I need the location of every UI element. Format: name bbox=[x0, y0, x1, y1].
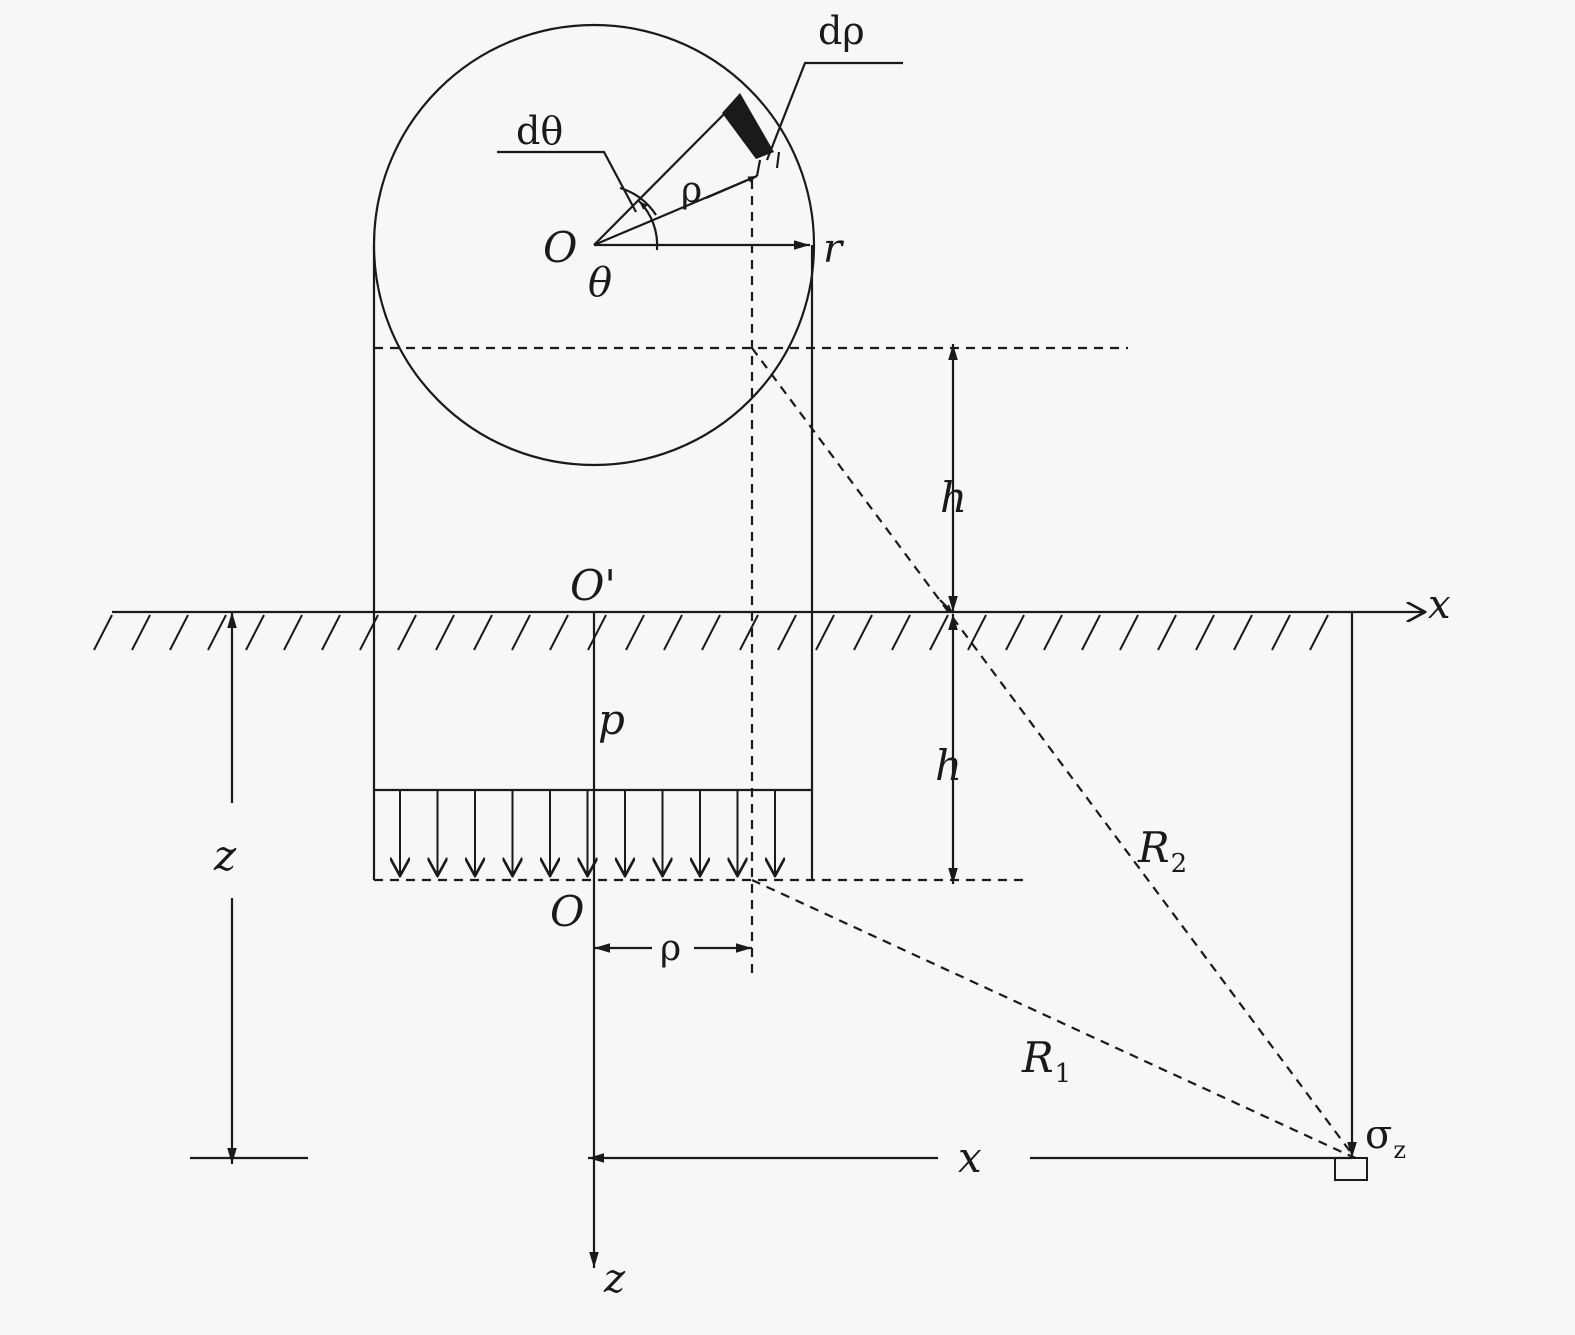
hatch-line bbox=[511, 614, 531, 651]
hatch-line bbox=[283, 614, 303, 651]
drho-tick-2 bbox=[775, 151, 781, 169]
sigma-z-label: σz bbox=[1365, 1112, 1406, 1164]
hatch-line bbox=[701, 614, 721, 651]
hatch-line bbox=[207, 614, 227, 651]
load-arrows bbox=[400, 790, 775, 876]
hatch-line bbox=[929, 614, 949, 651]
hatch-line bbox=[815, 614, 835, 651]
p-label: p bbox=[598, 695, 625, 744]
hatch-line bbox=[245, 614, 265, 651]
hatch-line bbox=[321, 614, 341, 651]
ground-hatching bbox=[93, 614, 1329, 651]
o-prime-label: O' bbox=[570, 561, 616, 610]
hatch-line bbox=[1005, 614, 1025, 651]
drho-tick-1 bbox=[755, 159, 762, 177]
dtheta-label: dθ bbox=[516, 109, 563, 153]
dtheta-leader bbox=[497, 150, 637, 213]
r1-dashed-line bbox=[751, 879, 1356, 1159]
hatch-line bbox=[359, 614, 379, 651]
hatch-line bbox=[1233, 614, 1253, 651]
hatch-line bbox=[397, 614, 417, 651]
hatch-line bbox=[1309, 614, 1329, 651]
area-element bbox=[722, 93, 774, 159]
drho-leader bbox=[765, 61, 903, 161]
r1-label: R1 bbox=[1021, 1033, 1071, 1089]
stress-element bbox=[1334, 1157, 1368, 1181]
hatch-line bbox=[473, 614, 493, 651]
hatch-line bbox=[853, 614, 873, 651]
hatch-line bbox=[1157, 614, 1177, 651]
h-lower-label: h bbox=[935, 741, 962, 790]
h-upper-label: h bbox=[940, 473, 967, 522]
rho-bottom-label: ρ bbox=[660, 928, 681, 969]
hatch-line bbox=[93, 614, 113, 651]
inclined-ray bbox=[593, 99, 739, 246]
hatch-line bbox=[777, 614, 797, 651]
hatch-line bbox=[549, 614, 569, 651]
z-axis-label: z bbox=[603, 1256, 626, 1302]
origin-bottom-label: O bbox=[550, 887, 584, 936]
rho-top-label: ρ bbox=[681, 170, 702, 211]
hatch-line bbox=[587, 614, 607, 651]
hatch-line bbox=[739, 614, 759, 651]
drho-label: dρ bbox=[818, 9, 865, 53]
hatch-line bbox=[1119, 614, 1139, 651]
hatch-line bbox=[131, 614, 151, 651]
r-label: r bbox=[823, 226, 845, 272]
theta-arc bbox=[638, 200, 659, 251]
hatch-line bbox=[1043, 614, 1063, 651]
hatch-line bbox=[1195, 614, 1215, 651]
hatch-line bbox=[1271, 614, 1291, 651]
hatch-line bbox=[169, 614, 189, 651]
rho-arrow bbox=[705, 174, 758, 200]
x-distance-label: x bbox=[958, 1133, 982, 1182]
origin-top-label: O bbox=[543, 223, 577, 272]
z-depth-label: z bbox=[213, 831, 237, 880]
r2-label: R2 bbox=[1137, 823, 1187, 879]
hatch-line bbox=[663, 614, 683, 651]
theta-label: θ bbox=[588, 260, 612, 306]
hatch-line bbox=[891, 614, 911, 651]
hatch-line bbox=[435, 614, 455, 651]
hatch-line bbox=[625, 614, 645, 651]
x-axis-label: x bbox=[1428, 582, 1451, 628]
r2-dashed-line bbox=[751, 347, 1356, 1159]
hatch-line bbox=[967, 614, 987, 651]
hatch-line bbox=[1081, 614, 1101, 651]
